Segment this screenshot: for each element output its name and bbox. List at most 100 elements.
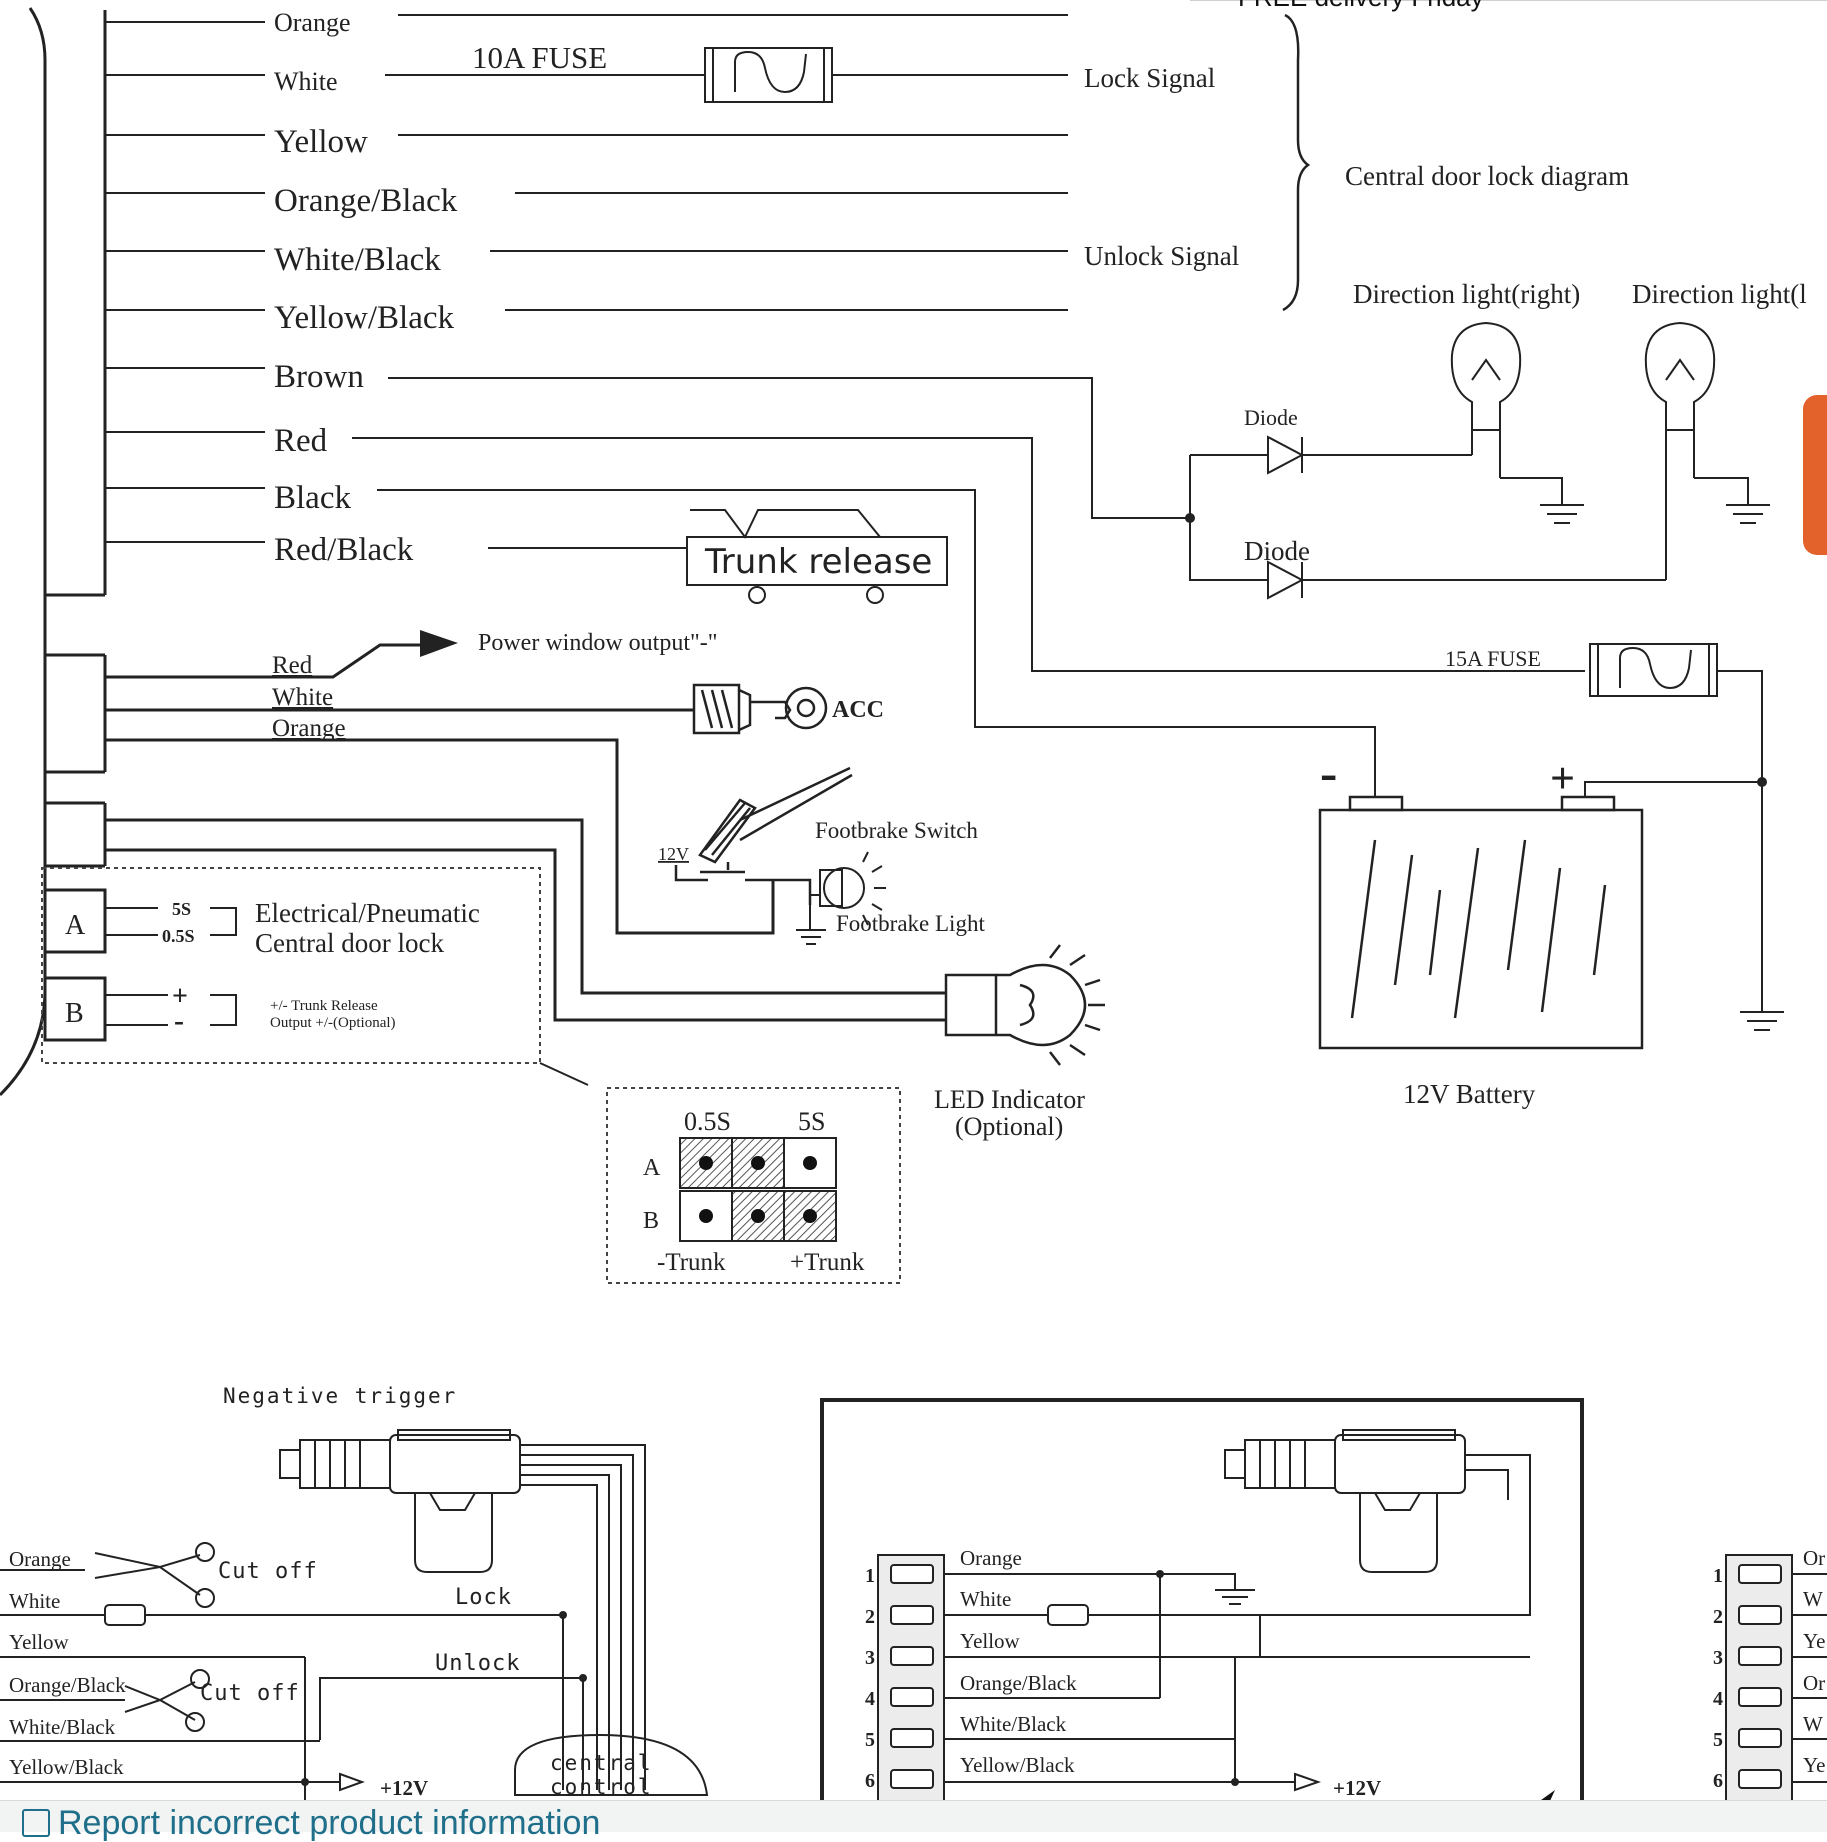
direction-light-right-label: Direction light(right): [1353, 279, 1580, 309]
feedback-icon: [22, 1809, 50, 1837]
footbrake-light-icon: [796, 851, 886, 945]
junction-dot: [1231, 1778, 1239, 1786]
conn2-label: Red: [272, 652, 313, 679]
neg-wire-label: Orange: [9, 1547, 71, 1571]
fuse-10a-label: 10A FUSE: [472, 40, 607, 75]
power-window-output-label: Power window output"-": [478, 630, 718, 656]
neg-wire-label: White: [9, 1589, 60, 1613]
footbrake-switch-label: Footbrake Switch: [815, 818, 978, 843]
wire-labels: Orange White Yellow Orange/Black White/B…: [274, 8, 458, 568]
jumper-col-label: 0.5S: [684, 1107, 731, 1136]
wire-label: White/Black: [274, 242, 441, 278]
right-wire-label: Or: [1803, 1546, 1825, 1570]
neg-wire-label: Yellow/Black: [9, 1755, 124, 1779]
unlock-signal-label: Unlock Signal: [1084, 241, 1239, 271]
arrow-icon: [1294, 1772, 1322, 1792]
actuator-icon: [279, 1429, 521, 1573]
plus-sign: +: [172, 981, 188, 1012]
pin-number: 5: [1713, 1729, 1723, 1751]
led-indicator-label: LED Indicator: [934, 1085, 1085, 1114]
elec-pneumatic-label: Electrical/Pneumatic: [255, 898, 480, 928]
pin-number: 2: [865, 1606, 875, 1628]
trunk-release-label: Trunk release: [704, 542, 932, 582]
timing-5s-label: 5S: [172, 899, 191, 919]
connector2-wires: [105, 643, 946, 1022]
pin-number: 6: [865, 1770, 875, 1792]
harness-lines: [105, 14, 1585, 797]
wire-label: Orange/Black: [274, 183, 458, 219]
jumper-row-label: A: [643, 1155, 661, 1181]
central-door-lock-diagram-label: Central door lock diagram: [1345, 161, 1629, 191]
cut-off-label: Cut off: [218, 1559, 318, 1584]
battery-minus-sign: -: [1320, 745, 1337, 802]
trunk-output-label: +/- Trunk Release: [270, 998, 378, 1014]
box-a-label: A: [65, 910, 86, 941]
pos-wire-label: White: [960, 1587, 1011, 1611]
wire-label: Yellow: [274, 124, 368, 160]
pin-number: 3: [1713, 1647, 1723, 1669]
cut-off-label: Cut off: [200, 1681, 300, 1706]
negative-trigger-title: Negative trigger: [223, 1384, 457, 1408]
right-connector: [1725, 1554, 1827, 1808]
pin-number: 2: [1713, 1606, 1723, 1628]
wire-label: Red/Black: [274, 532, 414, 568]
junction-dot: [559, 1611, 567, 1619]
unlock-label: Unlock: [435, 1651, 520, 1676]
direction-light-left-label: Direction light(l: [1632, 279, 1807, 309]
plus-12v-label: +12V: [1333, 1776, 1381, 1800]
right-wire-label: Ye: [1803, 1753, 1825, 1777]
battery-plus-sign: +: [1550, 754, 1575, 803]
neg-wire-label: Orange/Black: [9, 1673, 126, 1697]
diode-label: Diode: [1244, 405, 1298, 430]
junction-dot: [579, 1674, 587, 1682]
plus-12v-label: +12V: [380, 1776, 428, 1800]
wire-label: Yellow/Black: [274, 300, 454, 336]
fuse-10a: [704, 47, 833, 103]
footer-bar: [0, 1800, 1827, 1832]
report-incorrect-info-link[interactable]: Report incorrect product information: [22, 1806, 600, 1840]
right-wire-label: Or: [1803, 1671, 1825, 1695]
right-wire-label: W: [1803, 1712, 1823, 1736]
central-control-label: control: [550, 1775, 653, 1799]
battery-icon: [1318, 795, 1644, 1050]
central-lock-brace: [1282, 13, 1311, 312]
jumper-table: [606, 1087, 901, 1284]
central-control-label: central: [550, 1751, 653, 1775]
wire-label: Red: [274, 423, 328, 459]
pos-wire-label: White/Black: [960, 1712, 1067, 1736]
wire-label: Brown: [274, 359, 364, 395]
lock-signal-label: Lock Signal: [1084, 63, 1215, 93]
free-delivery-text: FREE delivery Friday: [1238, 0, 1484, 13]
pin-number: 1: [1713, 1565, 1723, 1587]
neg-wire-label: White/Black: [9, 1715, 116, 1739]
jumper-row-label: B: [643, 1208, 659, 1234]
bulb-icon: [1644, 321, 1770, 580]
pin-number: 4: [865, 1688, 875, 1710]
junction-dot: [1185, 513, 1195, 523]
jumper-trunk-label: +Trunk: [790, 1249, 865, 1276]
neg-trigger-wires: [0, 1444, 709, 1800]
side-button[interactable]: [1803, 395, 1827, 555]
fuse-15a: [1584, 643, 1784, 1031]
junction-dot: [1156, 1570, 1164, 1578]
jumper-col-label: 5S: [798, 1107, 825, 1136]
junction-dot: [1757, 777, 1767, 787]
minus-sign: -: [174, 1004, 184, 1037]
pin-number: 1: [865, 1565, 875, 1587]
elec-pneumatic-label: Central door lock: [255, 928, 444, 958]
dip-box: [41, 867, 589, 1086]
junction-dot: [301, 1778, 309, 1786]
report-link-label: Report incorrect product information: [58, 1804, 601, 1842]
right-wire-label: W: [1803, 1587, 1823, 1611]
pos-wire-label: Yellow: [960, 1629, 1021, 1653]
trunk-release-icon: [686, 509, 948, 604]
timing-05s-label: 0.5S: [162, 926, 195, 946]
acc-label: ACC: [832, 697, 884, 723]
lock-label: Lock: [455, 1585, 512, 1610]
pos-wire-label: Orange: [960, 1546, 1022, 1570]
top-divider: [1190, 0, 1827, 7]
pin-number: 6: [1713, 1770, 1723, 1792]
twelve-v-label: 12V: [658, 844, 689, 864]
footbrake-switch-icon: [674, 766, 853, 905]
